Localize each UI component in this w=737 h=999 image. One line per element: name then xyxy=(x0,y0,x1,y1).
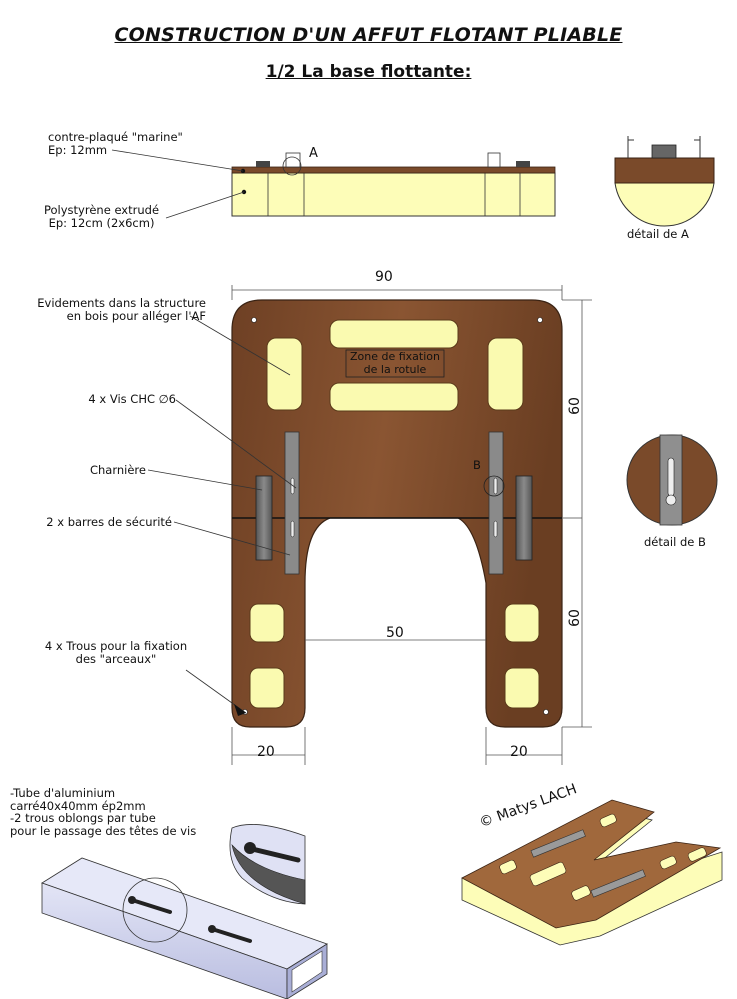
safety-bar-right xyxy=(488,431,504,575)
hinge-label: Charnière xyxy=(89,463,146,477)
dim-gap: 50 xyxy=(386,625,404,641)
tube-notes: -Tube d'aluminium carré40x40mm ép2mm -2 … xyxy=(10,787,196,837)
hinge-left xyxy=(255,475,273,561)
holes-label-line-2: des "arceaux" xyxy=(75,652,157,666)
plywood-label-line-1: contre-plaqué "marine" xyxy=(48,130,183,144)
aluminium-tube xyxy=(41,824,328,999)
tube-note-line-4: pour le passage des têtes de vis xyxy=(10,823,197,838)
page-title: CONSTRUCTION D'UN AFFUT FLOTANT PLIABLE xyxy=(114,24,623,46)
plywood-label-line-2: Ep: 12mm xyxy=(48,143,108,157)
recess-label-line-1: Evidements dans la structure xyxy=(37,296,206,310)
foam-label-line-1: Polystyrène extrudé xyxy=(44,203,160,217)
plywood-label: contre-plaqué "marine" Ep: 12mm xyxy=(48,131,183,157)
dim-width: 90 xyxy=(375,269,393,285)
rotule-zone-line-1: Zone de fixation xyxy=(350,350,440,363)
dim-left-leg: 20 xyxy=(257,744,275,760)
rotule-zone-line-2: de la rotule xyxy=(363,362,427,376)
foam-label: Polystyrène extrudé Ep: 12cm (2x6cm) xyxy=(44,204,159,230)
detail-a-marker-circle xyxy=(282,156,302,176)
dim-upper-height: 60 xyxy=(566,397,583,415)
hinge-right xyxy=(515,475,533,561)
detail-b-marker: B xyxy=(473,458,481,472)
tube-note-line-2: carré40x40mm ép2mm xyxy=(10,798,146,813)
screws-label: 4 x Vis CHC ∅6 xyxy=(88,392,176,406)
recess-label-line-2: en bois pour alléger l'AF xyxy=(66,309,206,323)
side-view xyxy=(111,149,556,219)
page-subtitle: 1/2 La base flottante: xyxy=(265,62,472,82)
holes-label-line-1: 4 x Trous pour la fixation xyxy=(44,639,188,653)
holes-label: 4 x Trous pour la fixation des "arceaux" xyxy=(36,640,196,666)
detail-b-caption: détail de B xyxy=(644,535,706,549)
foam-layer xyxy=(231,172,556,217)
safety-bar-left xyxy=(284,431,300,575)
dim-lower-height: 60 xyxy=(566,609,583,627)
detail-a xyxy=(614,136,715,227)
detail-b xyxy=(626,434,718,526)
detail-a-marker: A xyxy=(309,146,318,161)
plan-view xyxy=(147,285,592,765)
plywood-layer xyxy=(231,166,556,174)
foam-label-line-2: Ep: 12cm (2x6cm) xyxy=(48,216,155,230)
3d-view xyxy=(461,799,723,946)
rotule-zone-label: Zone de fixation de la rotule xyxy=(346,350,444,376)
bars-label: 2 x barres de sécurité xyxy=(46,515,172,529)
detail-b-marker-circle xyxy=(483,475,505,497)
tube-note-line-3: -2 trous oblongs par tube xyxy=(10,811,156,825)
tube-note-line-1: -Tube d'aluminium xyxy=(10,786,116,800)
recess-label: Evidements dans la structure en bois pou… xyxy=(20,297,206,323)
dim-right-leg: 20 xyxy=(510,744,528,760)
detail-a-caption: détail de A xyxy=(627,227,689,241)
